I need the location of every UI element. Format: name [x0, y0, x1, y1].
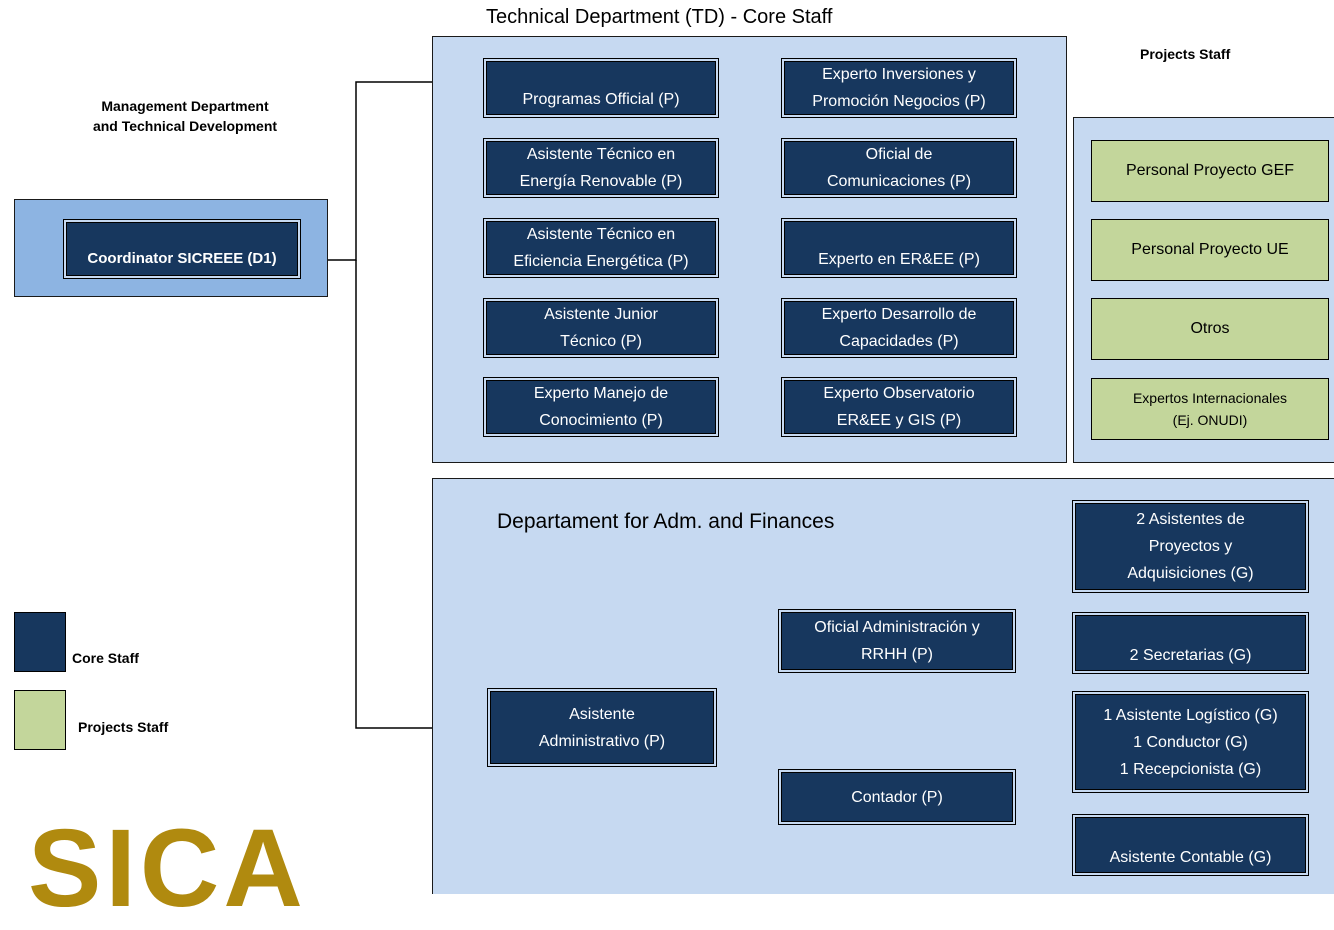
td-box-er-ee: Experto en ER&EE (P) — [781, 218, 1017, 278]
adm-box-oficial-admin: Oficial Administración y RRHH (P) — [778, 609, 1016, 673]
adm-box-asistentes-proyectos: 2 Asistentes de Proyectos y Adquisicione… — [1072, 500, 1309, 593]
connector-coordinator-td — [300, 81, 482, 261]
sica-logo: SICA — [28, 807, 307, 930]
td-title: Technical Department (TD) - Core Staff — [486, 6, 833, 28]
projects-staff-title: Projects Staff — [1140, 46, 1231, 62]
adm-box-contable: Asistente Contable (G) — [1072, 814, 1309, 876]
td-box-observatorio: Experto Observatorio ER&EE y GIS (P) — [781, 377, 1017, 437]
legend-projects-label: Projects Staff — [78, 719, 169, 735]
legend-projects-swatch — [14, 690, 66, 750]
td-box-capacidades: Experto Desarrollo de Capacidades (P) — [781, 298, 1017, 358]
legend-core-swatch — [14, 612, 66, 672]
td-box-junior: Asistente Junior Técnico (P) — [483, 298, 719, 358]
project-box-ue: Personal Proyecto UE — [1091, 219, 1329, 281]
td-box-programas: Programas Official (P) — [483, 58, 719, 118]
project-box-otros: Otros — [1091, 298, 1329, 360]
adm-box-secretarias: 2 Secretarias (G) — [1072, 612, 1309, 674]
td-box-eficiencia: Asistente Técnico en Eficiencia Energéti… — [483, 218, 719, 278]
adm-box-logistico: 1 Asistente Logístico (G) 1 Conductor (G… — [1072, 691, 1309, 793]
legend-core-label: Core Staff — [72, 650, 139, 666]
project-box-internacionales: Expertos Internacionales (Ej. ONUDI) — [1091, 378, 1329, 440]
project-box-gef: Personal Proyecto GEF — [1091, 140, 1329, 202]
adm-box-asistente-admin: Asistente Administrativo (P) — [487, 688, 717, 767]
td-box-conocimiento: Experto Manejo de Conocimiento (P) — [483, 377, 719, 437]
td-box-inversiones: Experto Inversiones y Promoción Negocios… — [781, 58, 1017, 118]
td-box-comunicaciones: Oficial de Comunicaciones (P) — [781, 138, 1017, 198]
adm-title: Departament for Adm. and Finances — [497, 510, 835, 533]
adm-box-contador: Contador (P) — [778, 769, 1016, 825]
td-box-energia-renovable: Asistente Técnico en Energía Renovable (… — [483, 138, 719, 198]
coordinator-box: Coordinator SICREEE (D1) — [63, 219, 301, 279]
management-title: Management Department and Technical Deve… — [92, 98, 278, 134]
